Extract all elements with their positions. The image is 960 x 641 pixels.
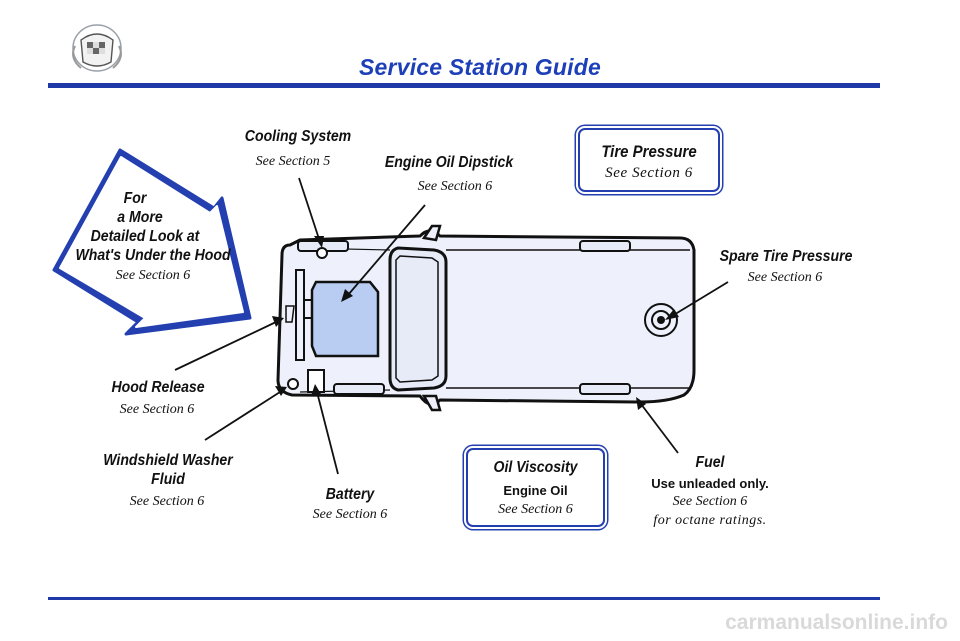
under-hood-arrow [52, 148, 252, 336]
fuel-label: Fuel [695, 454, 725, 471]
leader-lines [174, 177, 729, 475]
battery-ref: See Section 6 [312, 507, 388, 522]
cooling-system-ref: See Section 5 [255, 154, 331, 169]
arrow-callout-line4: What's Under the Hood [75, 247, 231, 264]
fuel-note: Use unleaded only. [651, 476, 769, 491]
tire-pressure-label: Tire Pressure [601, 142, 697, 161]
watermark: carmanualsonline.info [725, 611, 948, 634]
engine-oil-dipstick-label: Engine Oil Dipstick [384, 154, 514, 171]
car-body [276, 224, 696, 412]
footer-rule [48, 597, 880, 600]
arrow-callout-line3: Detailed Look at [90, 228, 200, 245]
windshield-washer-ref: See Section 6 [129, 494, 205, 509]
spare-tire-pressure-label: Spare Tire Pressure [719, 248, 853, 265]
windshield-washer-label-line2: Fluid [151, 471, 185, 488]
page-title: Service Station Guide [359, 54, 601, 80]
oil-viscosity-label: Oil Viscosity [493, 459, 578, 476]
header-rule [48, 83, 880, 88]
tire-pressure-ref: See Section 6 [605, 165, 693, 181]
tire-pressure-box: Tire Pressure See Section 6 [578, 128, 720, 192]
windshield-washer-label-line1: Windshield Washer [103, 452, 233, 469]
cooling-system-label: Cooling System [244, 128, 352, 145]
engine-oil-dipstick-ref: See Section 6 [417, 179, 493, 194]
hood-release-label: Hood Release [111, 379, 205, 396]
arrow-callout-ref: See Section 6 [115, 268, 191, 283]
hood-release-ref: See Section 6 [119, 402, 195, 417]
battery-label: Battery [325, 486, 375, 503]
fuel-ref: See Section 6 [672, 494, 748, 509]
oil-viscosity-box: Oil Viscosity Engine Oil See Section 6 [466, 448, 605, 527]
fuel-ref2: for octane ratings. [653, 513, 767, 528]
arrow-callout-line1: For [123, 190, 147, 207]
arrow-callout-line2: a More [117, 209, 163, 226]
oil-viscosity-subtitle: Engine Oil [503, 483, 568, 498]
oil-viscosity-ref: See Section 6 [498, 502, 573, 517]
spare-tire-pressure-ref: See Section 6 [747, 270, 823, 285]
